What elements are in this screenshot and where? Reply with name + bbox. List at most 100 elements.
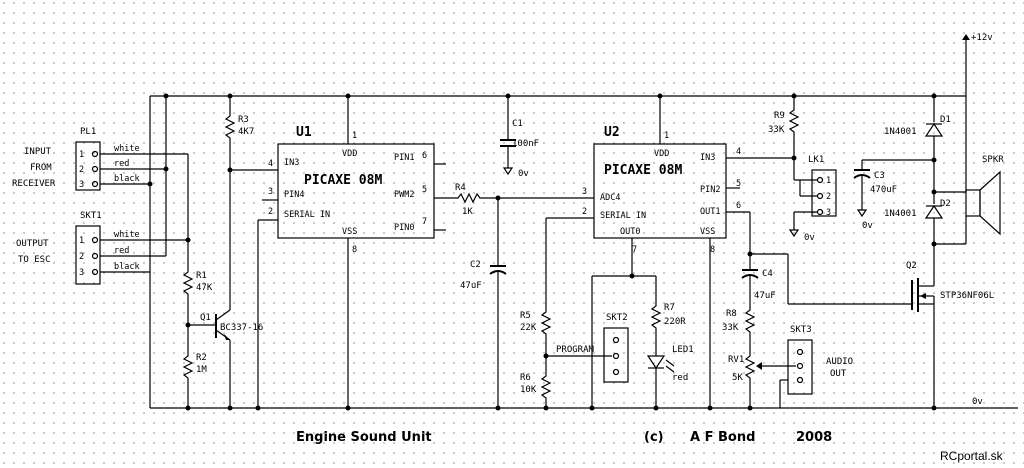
- r4-ref: R4: [455, 183, 466, 193]
- skt1-wire-black: black: [114, 262, 140, 272]
- u2-out1: OUT1: [700, 207, 720, 217]
- u1-pinnum-pin4: 3: [268, 187, 273, 197]
- u1-in3: IN3: [284, 158, 299, 168]
- u2-ref: U2: [604, 125, 620, 140]
- r5-value: 22K: [520, 323, 537, 333]
- speaker-ref: SPKR: [982, 155, 1004, 165]
- supply-rail: +12v: [150, 33, 993, 97]
- r8-resistor: R8 33K: [722, 306, 756, 336]
- u2-pinnum-vss: 8: [710, 245, 715, 255]
- u1-picaxe: U1 PICAXE 08M VDD VSS IN3 PIN4 SERIAL IN…: [268, 125, 435, 255]
- r5-resistor: R5 22K: [520, 308, 552, 338]
- r3-resistor: R3 4K7: [224, 112, 254, 142]
- author-name: A F Bond: [690, 430, 755, 445]
- pl1-label-line-2: FROM: [30, 163, 52, 173]
- r9-ref: R9: [774, 111, 785, 121]
- u1-pinnum-in3: 4: [268, 159, 273, 169]
- u2-vss: VSS: [700, 227, 715, 237]
- d2-ref: D2: [940, 199, 951, 209]
- u2-pin2: PIN2: [700, 185, 720, 195]
- r6-resistor: R6 10K: [520, 372, 552, 402]
- c4-capacitor: C4 47uF: [741, 269, 776, 301]
- u1-pinnum-pwm2: 5: [422, 185, 427, 195]
- year: 2008: [796, 430, 832, 445]
- r9-resistor: R9 33K: [768, 106, 800, 136]
- pl1-pin-2: 2: [79, 165, 84, 175]
- led1-color: red: [672, 373, 688, 383]
- u2-pinnum-serial: 2: [582, 207, 587, 217]
- r2-value: 1M: [196, 365, 207, 375]
- r6-ref: R6: [520, 373, 531, 383]
- r6-value: 10K: [520, 385, 537, 395]
- pl1-connector: PL1 INPUT FROM RECEIVER 1 2 3 white red …: [12, 127, 188, 191]
- u2-picaxe: U2 PICAXE 08M VDD VSS ADC4 SERIAL IN IN3…: [582, 125, 741, 255]
- lk1-ref: LK1: [808, 155, 824, 165]
- c1-ref: C1: [512, 119, 523, 129]
- u1-pwm2: PWM2: [394, 190, 414, 200]
- speaker-icon: SPKR: [965, 155, 1004, 236]
- lk1-pin-3: 3: [826, 208, 831, 218]
- u2-pinnum-pin2: 5: [736, 179, 741, 189]
- r7-value: 220R: [664, 317, 686, 327]
- skt2-label: PROGRAM: [556, 345, 595, 355]
- r1-ref: R1: [196, 271, 207, 281]
- r7-resistor: R7 220R: [650, 302, 686, 332]
- u1-pinnum-pin0: 7: [422, 217, 427, 227]
- d1-ref: D1: [940, 115, 951, 125]
- skt1-pin-1: 1: [79, 236, 84, 246]
- c2-ref: C2: [470, 260, 481, 270]
- lk1-pin-2: 2: [826, 192, 831, 202]
- skt3-connector: SKT3 AUDIO OUT: [787, 325, 853, 395]
- u1-ref: U1: [296, 125, 312, 140]
- r9-value: 33K: [768, 125, 785, 135]
- pl1-wire-red: red: [114, 159, 129, 169]
- u2-pinnum-out1: 6: [736, 201, 741, 211]
- u1-pin4: PIN4: [284, 190, 304, 200]
- u2-pinnum-out0: 7: [632, 245, 637, 255]
- u1-pinnum-pin1: 6: [422, 151, 427, 161]
- skt3-label-line-2: OUT: [830, 369, 847, 379]
- u2-vdd: VDD: [654, 149, 669, 159]
- u2-pinnum-in3: 4: [736, 147, 741, 157]
- q1-ref: Q1: [200, 313, 211, 323]
- skt1-label-line-1: OUTPUT: [16, 239, 49, 249]
- rv1-value: 5K: [732, 373, 743, 383]
- rv1-potentiometer: RV1 5K: [728, 352, 762, 383]
- u2-pinnum-vdd: 1: [664, 131, 669, 141]
- d1-diode: D1 1N4001: [884, 115, 951, 137]
- u1-pin0: PIN0: [394, 223, 414, 233]
- u1-pinnum-serial: 2: [268, 207, 273, 217]
- skt1-connector: SKT1 OUTPUT TO ESC 1 2 3 white red black: [16, 211, 188, 285]
- skt1-wire-red: red: [114, 246, 129, 256]
- c3-value: 470uF: [870, 185, 897, 195]
- pl1-wire-white: white: [114, 144, 140, 154]
- u2-part: PICAXE 08M: [604, 163, 682, 178]
- skt1-label-line-2: TO ESC: [18, 255, 51, 265]
- u2-serial-in: SERIAL IN: [600, 211, 646, 221]
- led1-ref: LED1: [672, 345, 694, 355]
- rv1-ref: RV1: [728, 355, 744, 365]
- c3-ground-label: 0v: [862, 221, 873, 231]
- u2-in3: IN3: [700, 153, 715, 163]
- pl1-pin-1: 1: [79, 150, 84, 160]
- u2-adc4: ADC4: [600, 193, 620, 203]
- u2-out0: OUT0: [620, 227, 640, 237]
- lk1-ground-label: 0v: [804, 233, 815, 243]
- skt1-pin-2: 2: [79, 252, 84, 262]
- u1-serial-in: SERIAL IN: [284, 210, 330, 220]
- c1-capacitor: C1 100nF: [500, 119, 539, 149]
- supply-label: +12v: [971, 33, 993, 43]
- r7-ref: R7: [664, 303, 675, 313]
- watermark: RCportal.sk: [940, 449, 1004, 463]
- d1-part: 1N4001: [884, 127, 917, 137]
- c3-ref: C3: [874, 171, 885, 181]
- q2-mosfet: Q2 STP36NF06L: [906, 261, 994, 312]
- u1-vdd: VDD: [342, 149, 357, 159]
- q2-ref: Q2: [906, 261, 917, 271]
- c2-value: 47uF: [460, 281, 482, 291]
- u1-part: PICAXE 08M: [304, 173, 382, 188]
- lk1-link: LK1 1 2 3: [808, 155, 837, 218]
- c4-ref: C4: [762, 269, 773, 279]
- u2-pinnum-adc4: 3: [582, 187, 587, 197]
